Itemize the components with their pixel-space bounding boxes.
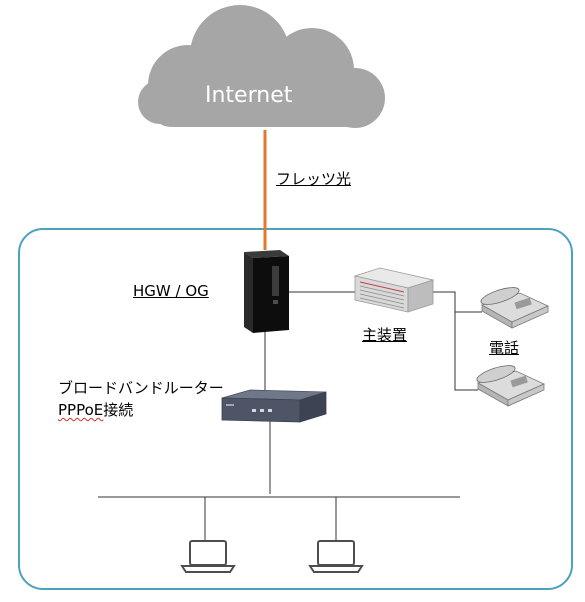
telephone-icon (476, 365, 545, 407)
router-label-line2: PPPoE接続 (58, 403, 133, 418)
pbx-phone-top-line (433, 291, 482, 313)
router-label-pppoe: PPPoE (58, 401, 104, 419)
laptop-icon (308, 540, 364, 573)
pbx-phone-bottom-line (454, 312, 478, 391)
router-device (221, 389, 327, 423)
lan-boundary (18, 228, 573, 590)
phones-label: 電話 (489, 339, 520, 357)
telephone-icon (480, 287, 549, 329)
laptop-icon (180, 540, 236, 573)
hgw-label: HGW / OG (133, 282, 209, 300)
pbx-device (353, 267, 435, 313)
internet-label: Internet (205, 83, 293, 108)
hgw-device (244, 250, 289, 333)
internet-cloud (138, 5, 385, 128)
router-label-connection: 接続 (103, 401, 134, 419)
fiber-label: フレッツ光 (276, 170, 352, 188)
router-label-line1: ブロードバンドルーター (58, 379, 224, 397)
pbx-label: 主装置 (362, 326, 408, 344)
